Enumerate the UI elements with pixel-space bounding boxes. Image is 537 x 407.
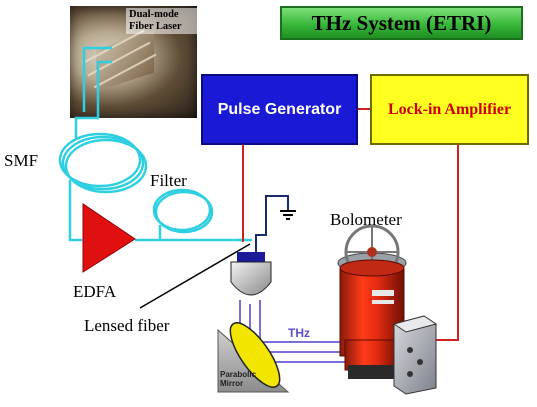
lockin-amplifier-label: Lock-in Amplifier — [387, 100, 512, 118]
cryostat — [337, 224, 407, 379]
electrical-wiring — [242, 108, 459, 341]
bolometer — [230, 252, 272, 296]
edfa-label: EDFA — [73, 282, 117, 301]
photo-label: Dual-mode Fiber Laser — [126, 8, 200, 34]
smf-label: SMF — [4, 151, 39, 170]
lensed-fiber-pointer — [139, 243, 251, 309]
filter-label: Filter — [150, 171, 187, 190]
optical-fiber — [58, 46, 252, 242]
thz-label: THz — [288, 326, 310, 340]
ground-wiring — [255, 195, 296, 254]
pulse-generator-label: Pulse Generator — [217, 100, 342, 118]
bolometer-label: Bolometer — [330, 210, 402, 229]
lockin-amplifier-block: Lock-in Amplifier — [370, 74, 529, 145]
title-text: THz System (ETRI) — [311, 10, 492, 35]
parabolic-mirror-label: Parabolic Mirror — [220, 370, 257, 388]
pulse-generator-block: Pulse Generator — [201, 74, 358, 145]
bolometer-control-box — [392, 315, 438, 395]
edfa-amplifier — [82, 203, 136, 273]
title-banner: THz System (ETRI) — [280, 6, 523, 40]
lensed-fiber-label: Lensed fiber — [84, 316, 170, 335]
parabolic-mirror — [217, 322, 290, 393]
